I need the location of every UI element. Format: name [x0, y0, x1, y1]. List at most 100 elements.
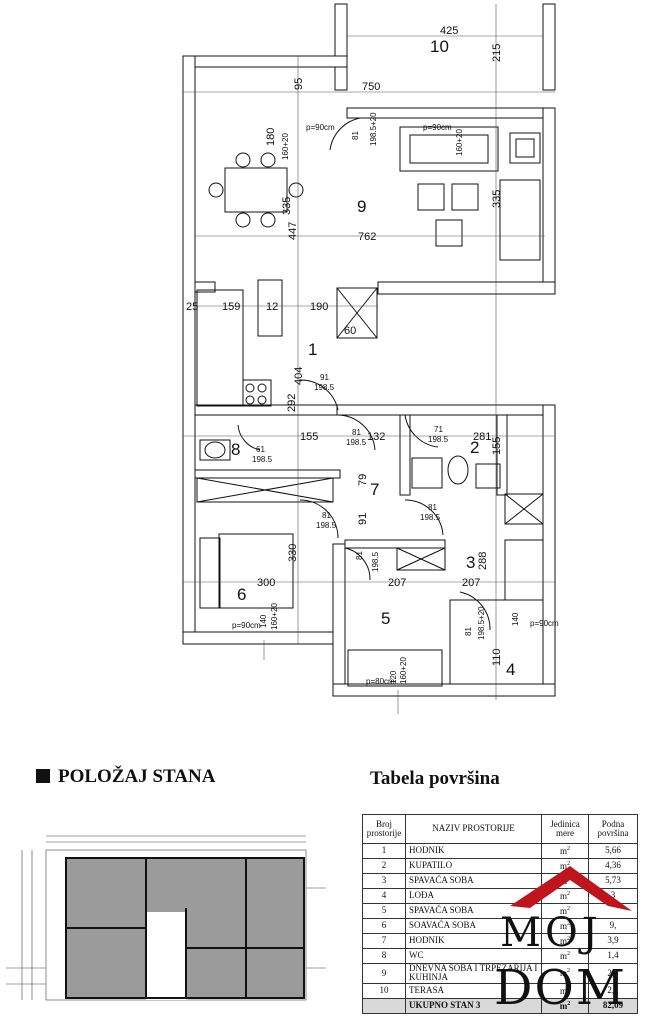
table-row: 5 SPAVAĆA SOBA m2	[362, 903, 638, 919]
wall-room6-top	[194, 469, 341, 479]
area-cell-text: 2,1	[607, 985, 619, 996]
wall-top-left	[182, 55, 348, 68]
location-minimap	[6, 835, 326, 1001]
wall-bottom-right	[332, 683, 556, 697]
area-cell-text: 5,73	[605, 875, 621, 886]
bullet-square-icon	[36, 769, 50, 783]
window-label-5: p=90cm	[530, 619, 559, 628]
dim-292: 292	[286, 394, 298, 412]
room-name-cell-text: WC	[409, 950, 424, 961]
door-w-4: 71	[434, 425, 443, 434]
dim-60: 60	[344, 325, 356, 337]
dim-91: 91	[357, 513, 369, 525]
room-name-cell: HODNIK	[405, 843, 542, 859]
door-w-9: 81	[355, 551, 364, 560]
area-table: Broj prostorije NAZIV PROSTORIJE Jedinic…	[362, 814, 638, 1014]
unit-cell-text: m	[559, 905, 567, 916]
room-name-cell-text: SPAVAĆA SOBA	[409, 905, 474, 916]
room-name-cell-text: DNEVNA SOBA I TRPEZARIJA I KUHINJA	[409, 963, 538, 983]
unit-exponent: 2	[567, 890, 570, 897]
roof-icon	[510, 866, 632, 911]
unit-cell-text: m	[559, 985, 567, 996]
dim-95: 95	[293, 78, 305, 90]
wall-bath-right	[496, 414, 508, 496]
total-name-cell: UKUPNO STAN 3	[405, 997, 542, 1014]
window-label-1: p=90cm	[306, 123, 335, 132]
area-cell-text: 9,	[609, 920, 617, 931]
unit-cell-text: m	[559, 920, 567, 931]
room-number-10: 10	[430, 37, 449, 56]
area-cell-text: 4,36	[605, 860, 621, 871]
unit-cell-text: m	[559, 968, 567, 979]
header-area: Podna površina	[588, 814, 638, 844]
kitchen-counter	[196, 289, 244, 407]
table-header-row: Broj prostorije NAZIV PROSTORIJE Jedinic…	[362, 814, 638, 844]
unit-exponent: 2	[567, 935, 570, 942]
bed-room5	[347, 649, 443, 687]
room-number-cell: 8	[362, 948, 406, 964]
room-name-cell-text: SOAVAĆA SOBA	[409, 920, 476, 931]
room-number-3: 3	[466, 553, 475, 572]
room-number-cell-text: 4	[381, 890, 387, 901]
wall-mid-right	[336, 404, 556, 416]
door-h-8: 198.5+20	[477, 606, 486, 640]
room-number-cell-text: 5	[381, 905, 387, 916]
floor-plan: 10 9 1 2 8 7 6 3 5 4 425 750 762 159 12 …	[182, 3, 559, 714]
room-number-cell: 10	[362, 982, 406, 999]
unit-cell-text: m	[559, 845, 567, 856]
dim-425: 425	[440, 25, 458, 37]
dim-404: 404	[293, 367, 305, 385]
area-cell: 5,66	[588, 843, 638, 859]
area-cell-text: 1,4	[607, 950, 619, 961]
room-number-cell: 4	[362, 888, 406, 904]
total-area-cell-text: 82,09	[602, 1000, 624, 1011]
unit-cell-text: m	[559, 860, 567, 871]
area-cell-text: 3	[610, 890, 616, 901]
header-room-name: NAZIV PROSTORIJE	[405, 814, 542, 844]
room-number-8: 8	[231, 440, 240, 459]
window-height-3: 160+20	[270, 603, 279, 630]
wall-room5-left	[332, 543, 346, 695]
area-cell-text: 3,9	[607, 935, 619, 946]
wall-left-outer	[182, 55, 196, 645]
unit-cell-text: m	[559, 950, 567, 961]
sofa	[399, 126, 499, 172]
room-name-cell-text: TERASA	[409, 985, 445, 996]
unit-exponent: 2	[567, 905, 570, 912]
table-heading: Tabela površina	[370, 768, 500, 789]
wall-kitchen	[194, 281, 216, 293]
table-total-row: UKUPNO STAN 3 m2 82,09	[362, 997, 638, 1014]
room-number-cell: 2	[362, 858, 406, 874]
room-number-cell: 5	[362, 903, 406, 919]
window-height-1: 160+20	[281, 133, 290, 160]
dim-288: 288	[477, 552, 489, 570]
door-w-7: 81	[428, 503, 437, 512]
dim-180: 180	[265, 128, 277, 146]
door-h-3: 198.5	[346, 438, 367, 447]
room-number-cell-text: 1	[381, 845, 387, 856]
dim-155: 155	[300, 431, 318, 443]
dim-79: 79	[357, 474, 369, 486]
dim-207-b: 207	[462, 577, 480, 589]
door-w-6: 81	[322, 511, 331, 520]
door-w-2: 91	[320, 373, 329, 382]
sill-label-1: 140	[259, 614, 268, 628]
room-name-cell-text: HODNIK	[409, 935, 445, 946]
total-name-cell-text: UKUPNO STAN 3	[409, 1000, 481, 1011]
total-area-cell: 82,09	[588, 997, 638, 1014]
room-number-cell-text: 9	[381, 967, 387, 978]
total-unit-cell-text: m	[559, 1000, 568, 1011]
room-number-cell: 1	[362, 843, 406, 859]
unit-cell-text: m	[559, 890, 567, 901]
dim-132: 132	[367, 431, 385, 443]
total-unit-cell: m2	[541, 997, 589, 1014]
wardrobe-5	[396, 547, 446, 571]
dim-12: 12	[266, 301, 278, 313]
dim-25: 25	[186, 301, 198, 313]
wall-right-lower	[542, 404, 556, 696]
room-number-4: 4	[506, 660, 515, 679]
room-number-cell-text: 3	[381, 875, 387, 886]
dim-750: 750	[362, 81, 380, 93]
room-number-5: 5	[381, 609, 390, 628]
